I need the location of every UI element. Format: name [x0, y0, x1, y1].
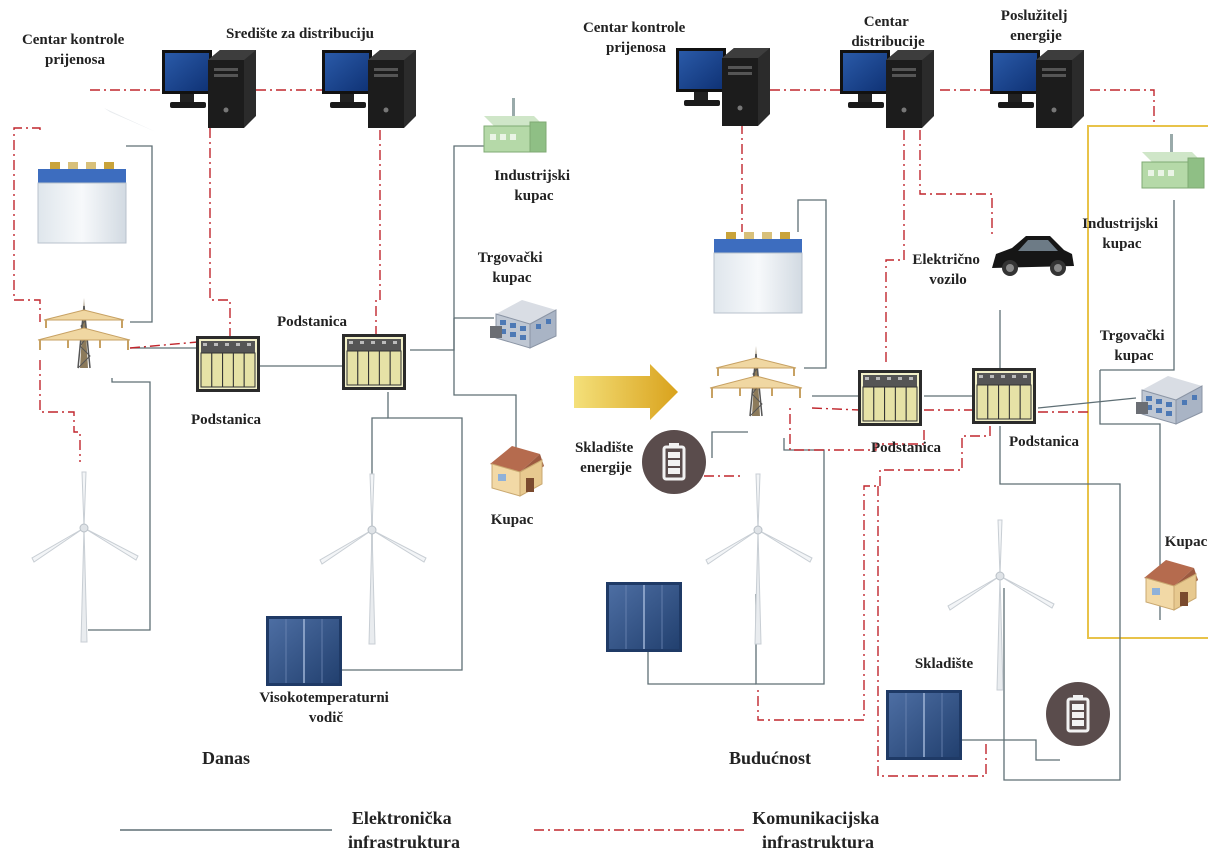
legend: Elektronička infrastruktura Komunikacijs… [120, 808, 884, 852]
energy-storage-label: Skladište energije [575, 440, 637, 476]
storage-label: Skladište [915, 656, 974, 672]
today-distribution-center-label: Središte za distribuciju [226, 26, 374, 42]
future-industrial-customer-label: Industrijski kupac [1082, 216, 1162, 252]
future-transmission-tower-icon [709, 345, 803, 417]
conductor-panel-icon [265, 615, 343, 687]
future-substation-2-icon [971, 367, 1037, 425]
distribution-center-computer-icon [322, 50, 416, 128]
today-substation-top-label: Podstanica [277, 314, 348, 330]
battery-icon [37, 161, 127, 244]
future-customer-house-icon [1143, 559, 1199, 611]
energy-server-label: Poslužitelj energije [1001, 8, 1071, 44]
electric-vehicle-icon [992, 236, 1074, 276]
future-title: Budućnost [729, 748, 811, 768]
legend-communication-label: Komunikacijska infrastruktura [752, 808, 884, 852]
today-customer-label: Kupac [491, 512, 534, 528]
future-solar-panel-icon [605, 581, 683, 653]
wind-turbine-left-icon [31, 471, 139, 643]
future-distribution-center-label: Centar distribucije [851, 14, 925, 50]
future-distribution-center-computer-icon [840, 50, 934, 128]
future-customer-label: Kupac [1165, 534, 1208, 550]
future-transmission-control-computer-icon [676, 48, 770, 126]
today-title: Danas [202, 748, 250, 768]
future-commercial-customer-icon [1135, 375, 1203, 425]
energy-server-computer-icon [990, 50, 1084, 128]
future-transmission-control-label: Centar kontrole prijenosa [583, 20, 689, 56]
future-substation-1-label: Podstanica [871, 440, 942, 456]
today-transmission-control-label: Centar kontrole prijenosa [22, 32, 128, 68]
turbine-blade-fragment-icon [104, 108, 156, 132]
today-substation-bottom-label: Podstanica [191, 412, 262, 428]
substation-right-icon [341, 333, 407, 391]
commercial-customer-icon [489, 299, 557, 349]
substation-left-icon [195, 335, 261, 393]
future-wind-turbine-left-icon [705, 473, 813, 645]
future-industrial-customer-icon [1141, 133, 1205, 189]
today-section: Centar kontrole prijenosa Središte za di… [13, 26, 574, 768]
future-substation-2-label: Podstanica [1009, 434, 1080, 450]
transmission-control-computer-icon [162, 50, 256, 128]
today-commercial-customer-label: Trgovački kupac [478, 250, 546, 286]
storage-panel-icon [885, 689, 963, 761]
storage-round-icon [1044, 680, 1112, 748]
energy-storage-round-icon [640, 428, 708, 496]
industrial-customer-icon [483, 97, 547, 153]
legend-electronic-label: Elektronička infrastruktura [348, 808, 460, 852]
customer-zone-box [1087, 125, 1208, 639]
electric-vehicle-label: Električno vozilo [912, 252, 983, 288]
future-section: Centar kontrole prijenosa Centar distrib… [575, 8, 1208, 781]
future-commercial-customer-label: Trgovački kupac [1100, 328, 1168, 364]
today-conductor-label: Visokotemperaturni vodič [259, 690, 392, 726]
future-substation-1-icon [857, 369, 923, 427]
today-industrial-customer-label: Industrijski kupac [494, 168, 574, 204]
customer-house-icon [489, 445, 545, 497]
transmission-tower-icon [37, 297, 131, 369]
transition-arrow-icon [574, 364, 678, 420]
future-battery-icon [713, 231, 803, 314]
